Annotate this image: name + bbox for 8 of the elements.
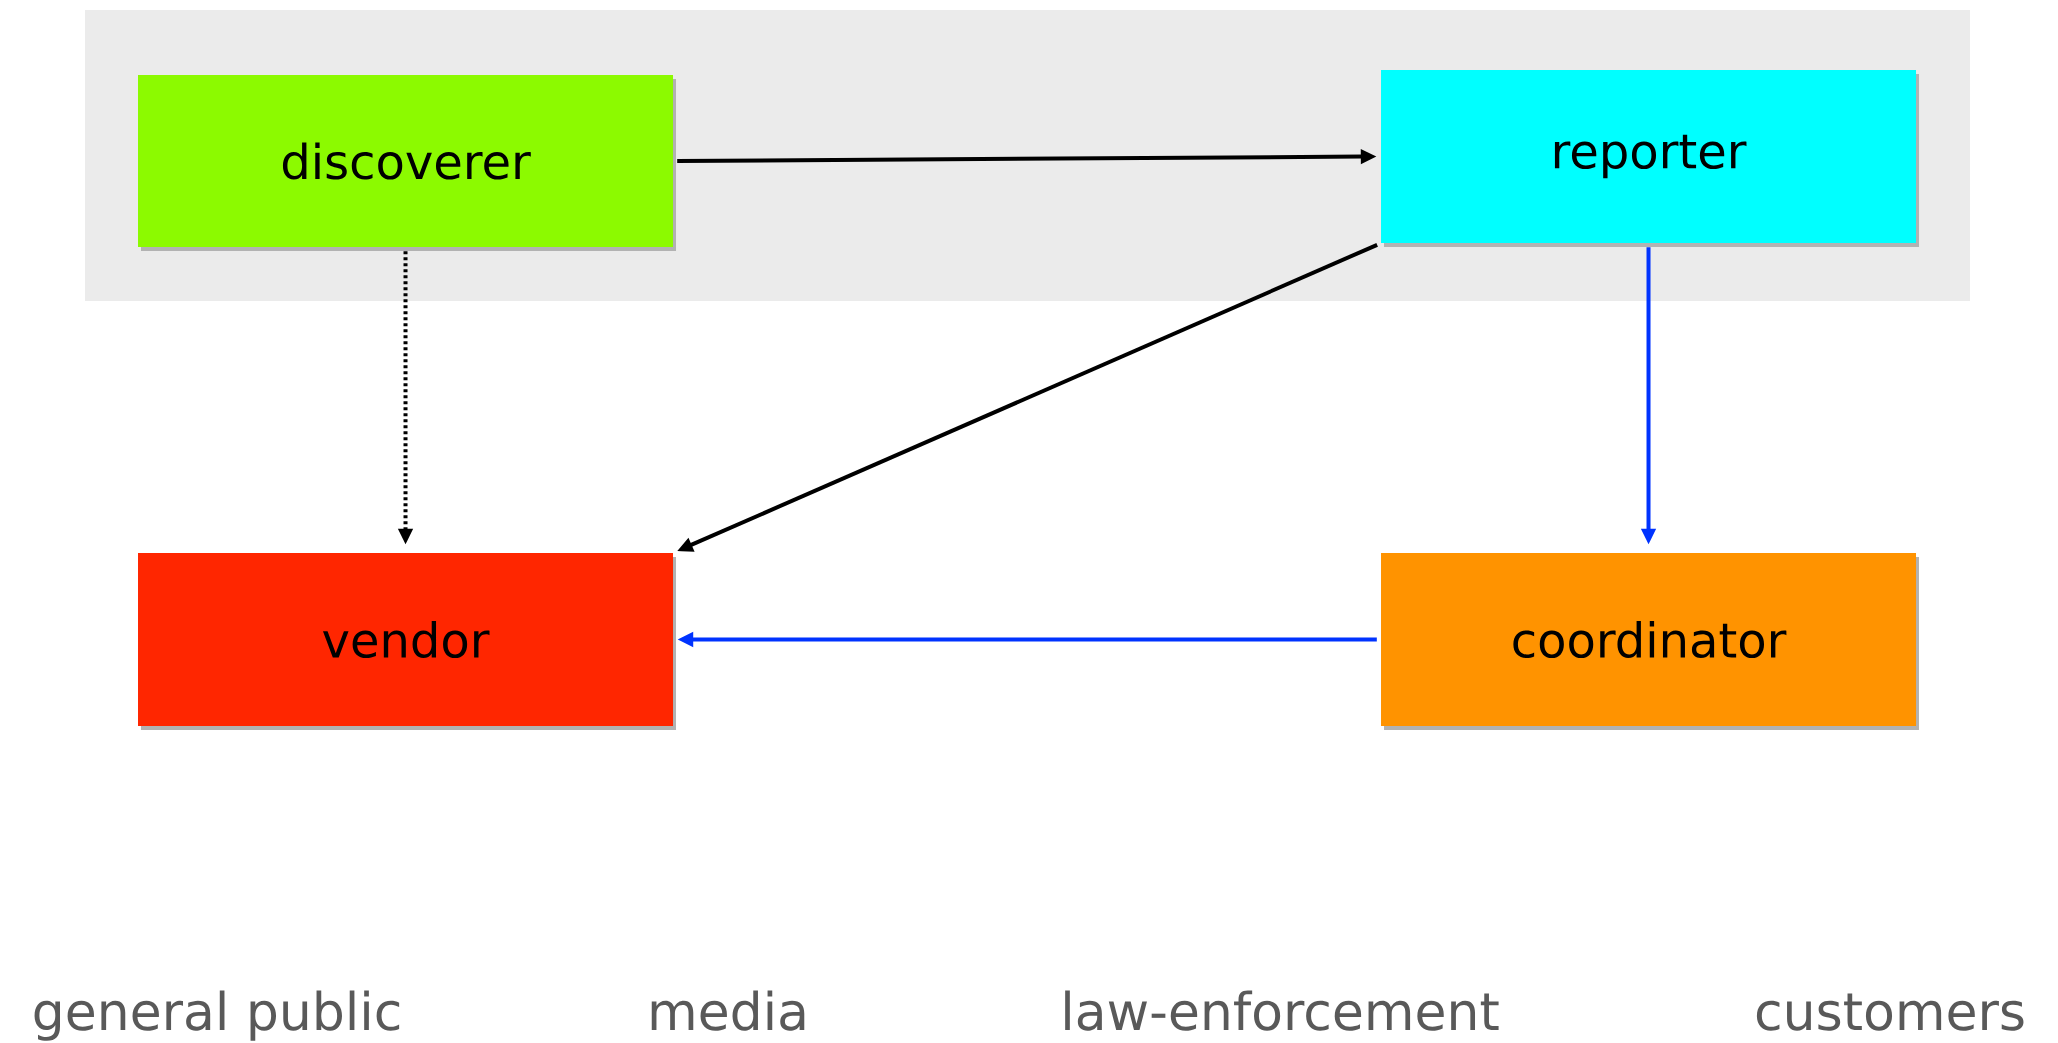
process-box: reporter (1381, 70, 1919, 247)
audience-label: customers (1756, 993, 2024, 1031)
process-box: discoverer (138, 75, 676, 251)
process-box: coordinator (1381, 553, 1919, 730)
process-box: vendor (138, 553, 676, 730)
audience-label: general public (34, 990, 400, 1041)
audience-label: law-enforcement (1065, 990, 1499, 1031)
audience-label: media (651, 990, 805, 1031)
